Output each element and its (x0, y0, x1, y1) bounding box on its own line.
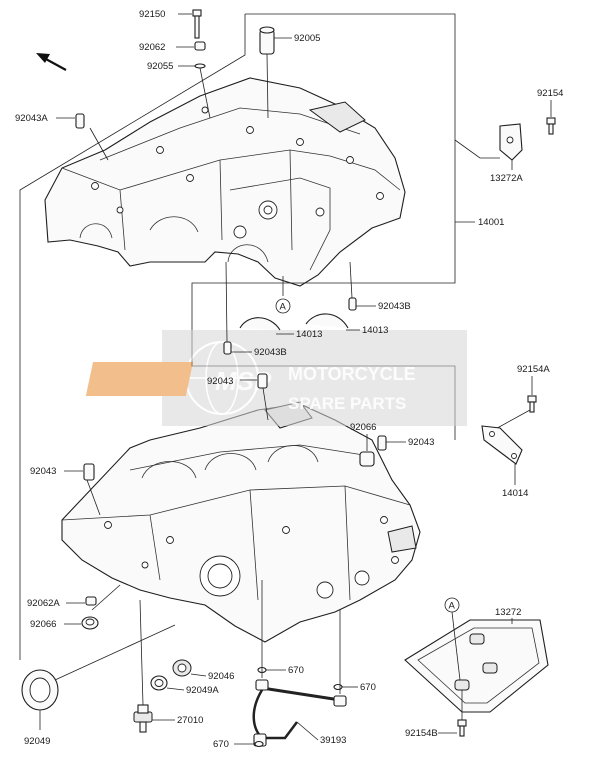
label-670-right: 670 (360, 682, 376, 693)
label-92049A: 92049A (186, 685, 219, 696)
label-92154: 92154 (537, 88, 563, 99)
label-13272A: 13272A (490, 173, 523, 184)
washer-670-lower (234, 740, 264, 748)
watermark-line1: MOTORCYCLE (288, 364, 416, 384)
oring-92055 (178, 63, 211, 119)
label-14013-left: 14013 (296, 329, 322, 340)
collar-92062A (66, 596, 97, 606)
label-92154B: 92154B (405, 728, 438, 739)
pin-92043B-upper (348, 261, 376, 311)
bolt-92150 (178, 9, 202, 39)
label-92043-left: 92043 (30, 466, 56, 477)
bolt-92154B (438, 690, 467, 737)
label-92066-upper: 92066 (350, 422, 376, 433)
lower-crankcase-half (61, 401, 421, 643)
oil-pan-plate-13272 (404, 611, 549, 713)
label-92049: 92049 (24, 736, 50, 747)
label-27010: 27010 (177, 715, 203, 726)
bearing-92046 (172, 659, 207, 677)
label-92062: 92062 (139, 42, 165, 53)
guide-14013-left (239, 317, 294, 335)
plate-13272A (499, 123, 523, 170)
label-14001: 14001 (478, 217, 504, 228)
cap-92066-upper (359, 434, 375, 467)
pin-92043-right (377, 435, 406, 451)
label-92043A: 92043A (15, 113, 48, 124)
fitting-92005 (259, 26, 292, 119)
label-92043-right: 92043 (408, 437, 434, 448)
label-92055: 92055 (147, 61, 173, 72)
part-labels: 92150 92062 92055 92005 92154 92043A 132… (15, 9, 563, 750)
label-14013-right: 14013 (362, 325, 388, 336)
label-92043-center: 92043 (207, 376, 233, 387)
pin-92043-center (240, 373, 268, 389)
label-92046: 92046 (208, 671, 234, 682)
upper-crankcase-half (44, 77, 406, 287)
reference-a-upper (275, 276, 291, 314)
label-92062A: 92062A (27, 598, 60, 609)
label-670-upper: 670 (288, 665, 304, 676)
front-direction-arrow-icon (36, 53, 67, 71)
label-92043B-upper: 92043B (378, 301, 411, 312)
leader-lines (86, 127, 269, 611)
plate-14014 (481, 425, 523, 485)
label-39193: 39193 (320, 735, 346, 746)
pin-92043B-lower (223, 261, 252, 355)
label-14014: 14014 (502, 488, 528, 499)
label-13272: 13272 (495, 607, 521, 618)
pin-92043A (56, 113, 85, 129)
label-92150: 92150 (139, 9, 165, 20)
label-92154A: 92154A (517, 364, 550, 375)
label-92066-lower: 92066 (30, 619, 56, 630)
watermark (85, 330, 467, 426)
collar-92062 (176, 41, 206, 51)
label-92005: 92005 (294, 33, 320, 44)
bolt-92154A (489, 376, 537, 433)
watermark-badge (85, 362, 194, 396)
label-92043B-lower: 92043B (254, 347, 287, 358)
label-670-lower: 670 (213, 739, 229, 750)
reference-a-lower-label: A (449, 601, 456, 612)
seal-92049A (150, 675, 185, 691)
guide-14013-right (305, 313, 360, 331)
switch-27010 (133, 599, 175, 733)
reference-a-lower (444, 597, 460, 613)
watermark-line2: SPARE PARTS (288, 394, 406, 413)
reference-a-upper-label: A (280, 302, 287, 313)
oil-seal-92049 (21, 624, 176, 730)
bolt-92154 (546, 100, 556, 135)
cap-92066-lower (64, 616, 99, 630)
pin-92043-left (64, 463, 95, 481)
washer-670-right (333, 683, 358, 691)
